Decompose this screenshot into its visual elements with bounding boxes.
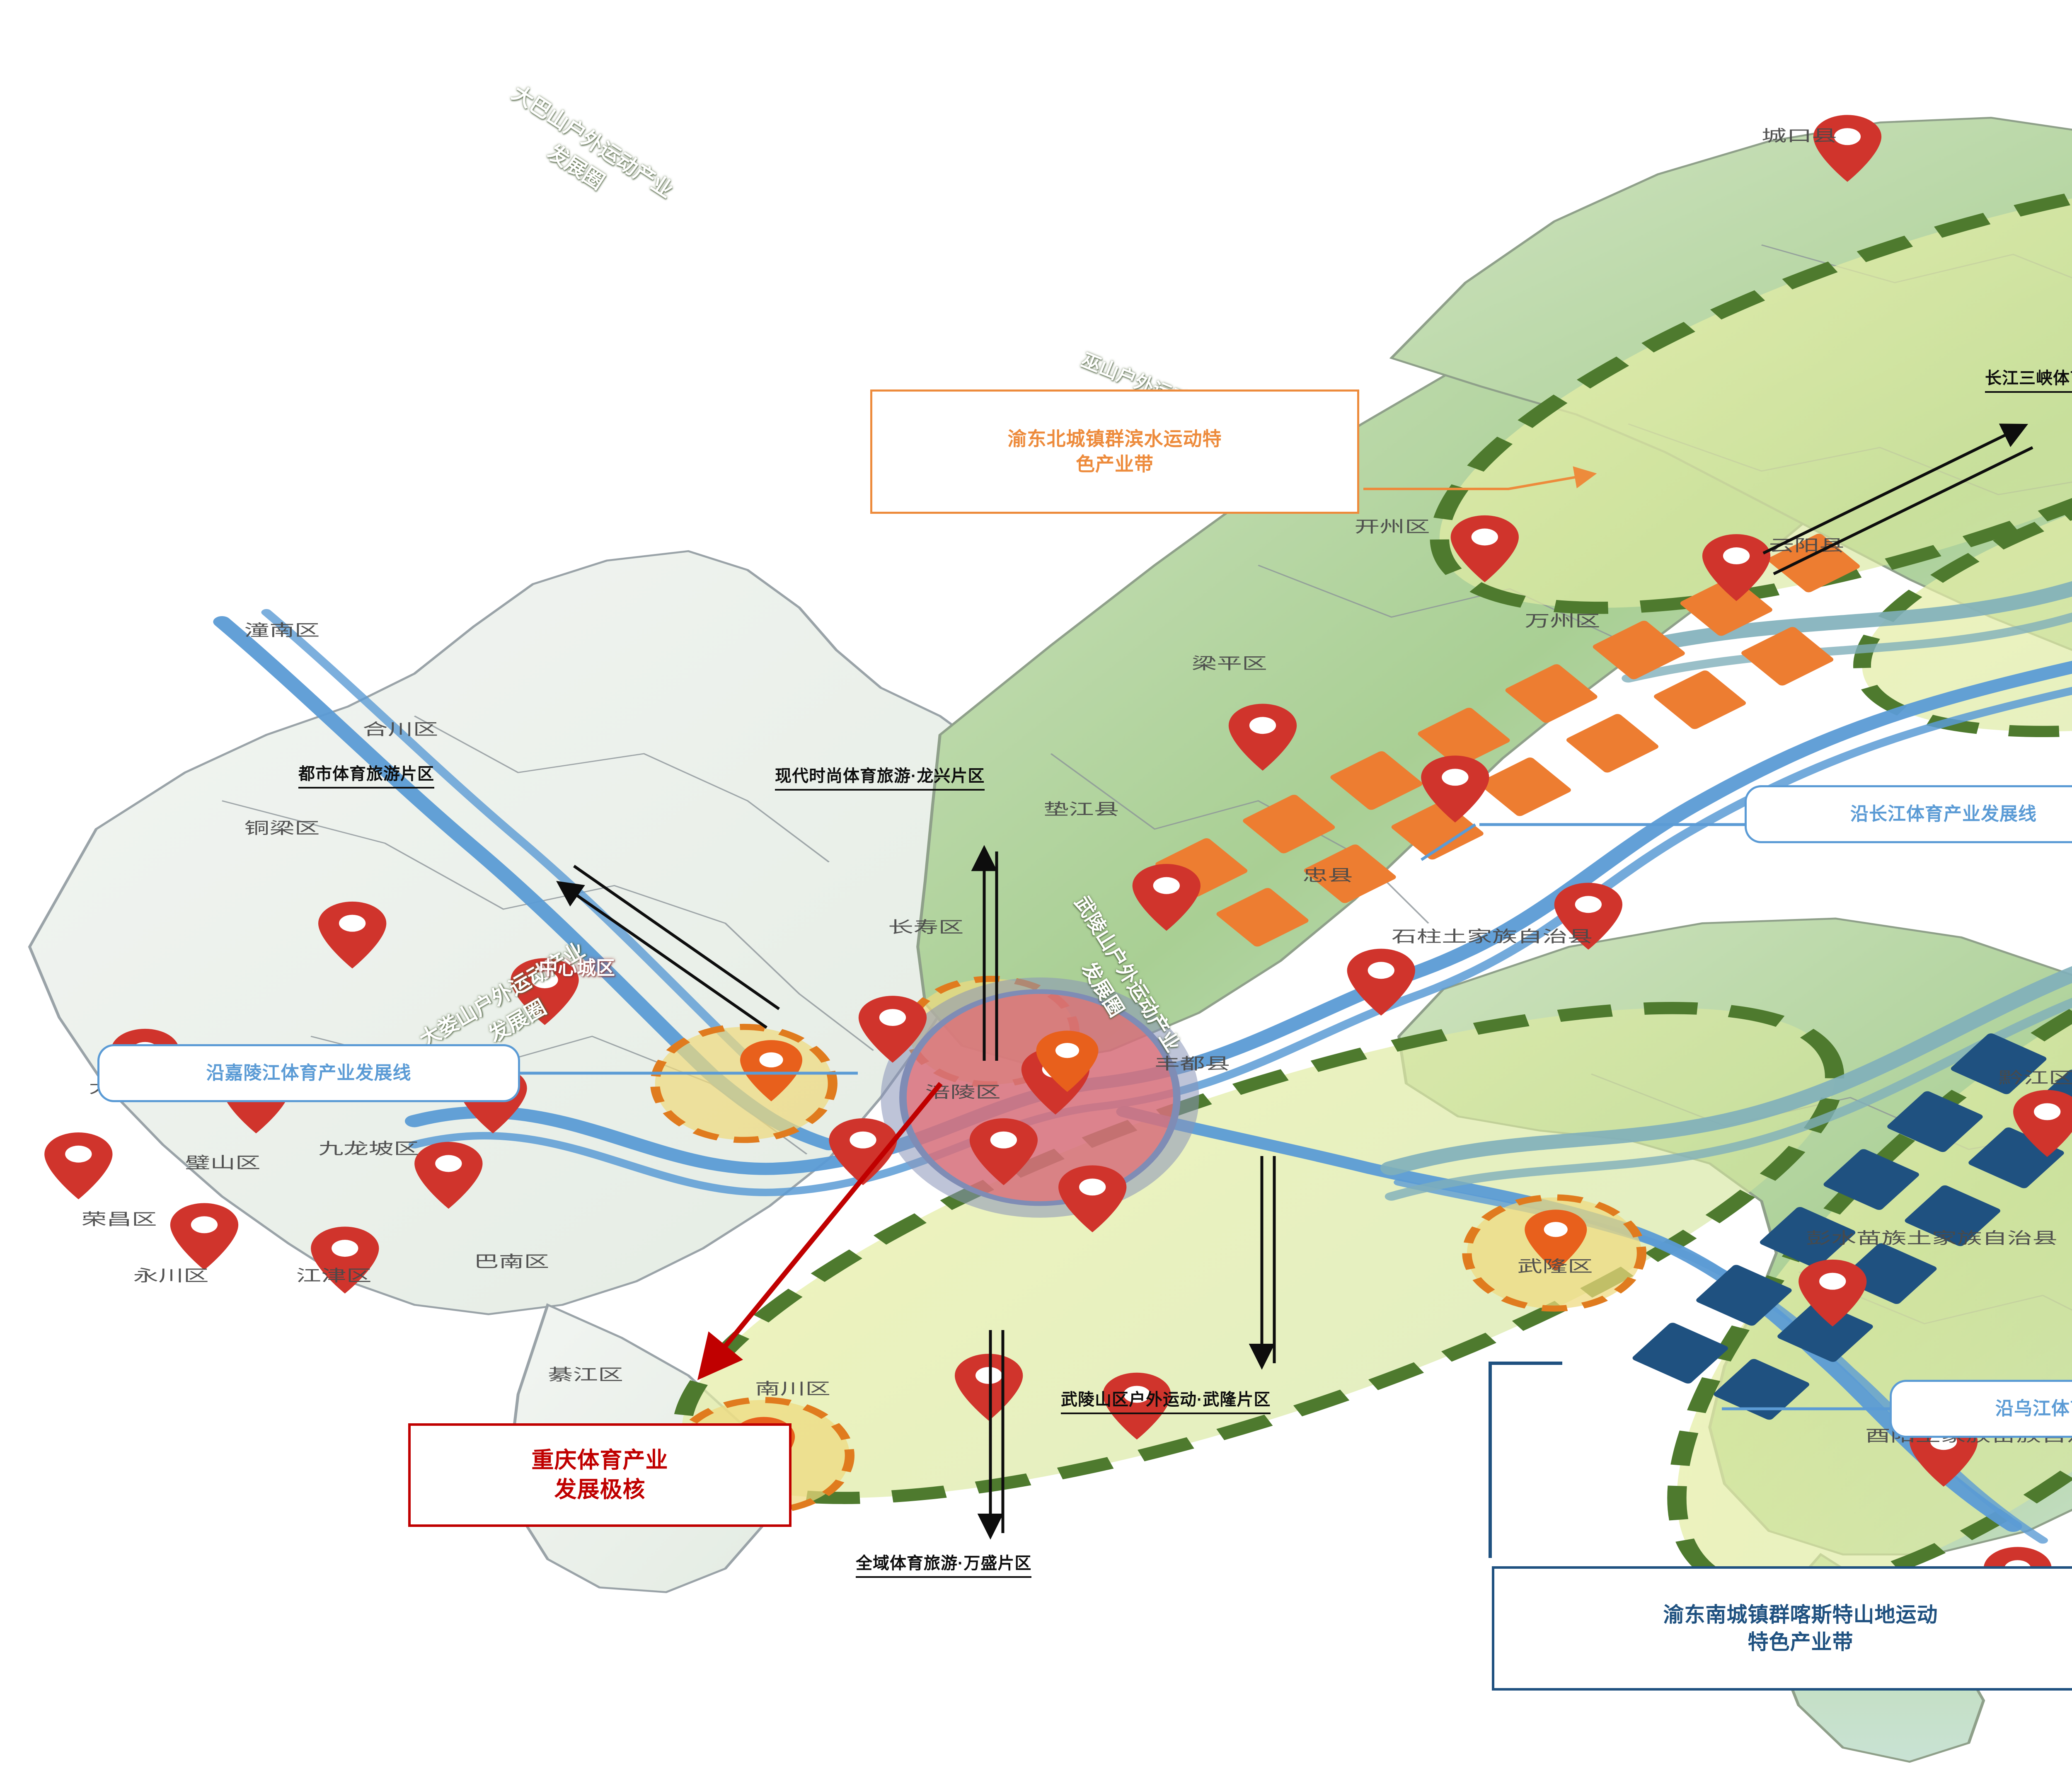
label-wansheng: 全域体育旅游·万盛片区: [856, 1550, 1032, 1578]
callout-jialingjiang-line-text: 沿嘉陵江体育产业发展线: [206, 1062, 411, 1083]
svg-text:梁平区: 梁平区: [1192, 654, 1267, 672]
svg-text:黔江区: 黔江区: [1998, 1069, 2072, 1087]
svg-text:城口县: 城口县: [1762, 127, 1837, 145]
svg-text:荣昌区: 荣昌区: [81, 1210, 157, 1228]
callout-northeast-belt-text: 渝东北城镇群滨水运动特 色产业带: [1007, 428, 1222, 475]
label-longxing: 现代时尚体育旅游·龙兴片区: [775, 762, 985, 791]
svg-text:万州区: 万州区: [1525, 612, 1600, 630]
svg-text:潼南区: 潼南区: [244, 622, 320, 639]
svg-text:江津区: 江津区: [296, 1267, 371, 1284]
svg-text:丰都县: 丰都县: [1155, 1055, 1230, 1073]
svg-text:九龙坡区: 九龙坡区: [318, 1139, 419, 1157]
svg-text:璧山区: 璧山区: [185, 1154, 261, 1171]
svg-text:忠县: 忠县: [1302, 866, 1353, 884]
callout-northeast-belt[interactable]: 渝东北城镇群滨水运动特 色产业带: [870, 389, 1359, 514]
svg-text:綦江区: 綦江区: [548, 1366, 623, 1384]
svg-text:武隆区: 武隆区: [1517, 1258, 1593, 1275]
eco-screen-wushan: [1853, 421, 2072, 738]
svg-text:涪陵区: 涪陵区: [925, 1083, 1001, 1101]
callout-wujiang-line[interactable]: 沿乌江体育产业发展线: [1890, 1380, 2072, 1438]
svg-text:垫江县: 垫江县: [1043, 801, 1119, 818]
callout-jialingjiang-line[interactable]: 沿嘉陵江体育产业发展线: [97, 1044, 520, 1102]
callout-southeast-belt[interactable]: 渝东南城镇群喀斯特山地运动 特色产业带: [1492, 1566, 2072, 1691]
svg-text:永川区: 永川区: [133, 1267, 208, 1284]
callout-southeast-belt-text: 渝东南城镇群喀斯特山地运动 特色产业带: [1663, 1603, 1938, 1654]
svg-text:巴南区: 巴南区: [474, 1253, 549, 1270]
callout-core-box[interactable]: 重庆体育产业 发展极核: [408, 1423, 792, 1527]
svg-text:石柱土家族自治县: 石柱土家族自治县: [1392, 928, 1593, 946]
callout-wujiang-line-text: 沿乌江体育产业发展线: [1995, 1398, 2072, 1419]
callout-changjiang-line-text: 沿长江体育产业发展线: [1850, 803, 2037, 824]
svg-text:合川区: 合川区: [363, 721, 438, 738]
svg-text:开州区: 开州区: [1354, 518, 1430, 536]
svg-text:彭水苗族土家族自治县: 彭水苗族土家族自治县: [1806, 1229, 2057, 1247]
callout-changjiang-line[interactable]: 沿长江体育产业发展线: [1745, 785, 2072, 843]
label-wulong: 武陵山区户外运动·武隆片区: [1061, 1386, 1271, 1414]
label-changjiang-sanxia: 长江三峡体育旅游示范片区: [1985, 365, 2072, 393]
svg-text:南川区: 南川区: [755, 1380, 830, 1398]
label-dushi-tiyu-lvyou: 都市体育旅游片区: [298, 760, 434, 789]
svg-text:长寿区: 长寿区: [888, 918, 963, 936]
demo-zone-west: [650, 1023, 838, 1143]
svg-text:云阳县: 云阳县: [1769, 537, 1844, 554]
callout-core-box-text: 重庆体育产业 发展极核: [531, 1447, 668, 1502]
core-city-label: 中心城区: [539, 957, 615, 979]
svg-text:铜梁区: 铜梁区: [244, 819, 320, 837]
eco-screen-daba: [1430, 168, 2072, 614]
